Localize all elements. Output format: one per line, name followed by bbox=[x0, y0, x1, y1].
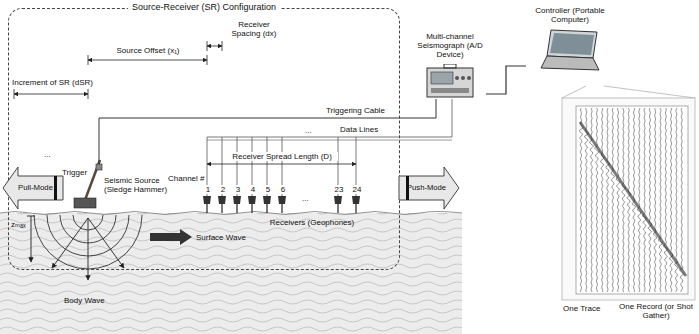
channel-number: 4 bbox=[246, 185, 260, 194]
node-label: Source-Receiver (SR) Configuration bbox=[128, 2, 280, 12]
geophone-spike bbox=[266, 204, 267, 213]
laptop bbox=[539, 28, 601, 72]
ellipsis: ... bbox=[44, 150, 51, 159]
configuration-region: Source-Receiver (SR) Configuration bbox=[8, 8, 400, 270]
seismic-trace bbox=[580, 108, 584, 292]
dimension-label: Receiver Spacing (dx) bbox=[226, 20, 282, 38]
geophone bbox=[334, 196, 342, 204]
controller: Controller (Portable Computer) bbox=[526, 4, 614, 88]
seismic-trace bbox=[594, 108, 599, 292]
channel-number: 2 bbox=[216, 185, 230, 194]
dimension-label: Receiver Spread Length (D) bbox=[226, 152, 338, 161]
node-label: Push-Mode bbox=[407, 184, 446, 193]
annotation: Receivers (Geophones) bbox=[262, 218, 362, 227]
channel-number: 1 bbox=[201, 185, 215, 194]
surface-wave-arrow bbox=[150, 229, 192, 245]
seismic-trace bbox=[648, 108, 652, 292]
seismic-trace bbox=[601, 108, 605, 292]
annotation: Body Wave bbox=[64, 296, 105, 305]
seismic-trace bbox=[606, 108, 610, 292]
annotation: Data Lines bbox=[340, 125, 378, 134]
geophone bbox=[203, 196, 211, 204]
dimension-label: zₘₐₓ bbox=[11, 220, 26, 229]
seismic-trace bbox=[642, 108, 646, 292]
push-mode-arrow: Push-Mode bbox=[398, 166, 460, 210]
seismic-trace bbox=[611, 108, 614, 292]
body-wave-arrows bbox=[52, 218, 124, 280]
geophones bbox=[203, 196, 360, 213]
seismograph-box bbox=[426, 64, 474, 98]
sledge-hammer bbox=[74, 160, 102, 208]
geophone bbox=[352, 196, 360, 204]
dimension-label: Increment of SR (dSR) bbox=[12, 78, 102, 87]
seismic-trace bbox=[621, 108, 625, 292]
geophone bbox=[233, 196, 241, 204]
annotation: Triggering Cable bbox=[326, 106, 385, 115]
zmax-arrow bbox=[27, 216, 35, 262]
geophone bbox=[248, 196, 256, 204]
annotation: One Trace bbox=[563, 304, 605, 313]
geophone-spike bbox=[251, 204, 252, 213]
triggering-cable bbox=[99, 99, 436, 164]
dimension-label: Source Offset (x₁) bbox=[100, 46, 196, 55]
zoom-lines bbox=[562, 86, 695, 98]
channel-number: 3 bbox=[231, 185, 245, 194]
annotation: One Record (or Shot Gather) bbox=[618, 302, 694, 320]
dimension-lines bbox=[14, 41, 356, 164]
channel-number: 5 bbox=[261, 185, 275, 194]
channel-number: 24 bbox=[350, 185, 364, 194]
ellipsis: ... bbox=[305, 126, 312, 135]
geophone bbox=[263, 196, 271, 204]
geophone bbox=[278, 196, 286, 204]
seismograph: Multi-channel Seismograph (A/D Device) bbox=[414, 30, 486, 114]
ellipsis: ... bbox=[302, 194, 309, 203]
geophone-spike bbox=[236, 204, 237, 213]
seismic-trace bbox=[658, 108, 662, 292]
channel-number: 6 bbox=[276, 185, 290, 194]
geophone-spike bbox=[337, 204, 338, 213]
shot-gather-record bbox=[562, 98, 695, 300]
geophone bbox=[218, 196, 226, 204]
pull-mode-arrow: Pull-Mode bbox=[2, 166, 64, 210]
node-label: Controller (Portable Computer) bbox=[526, 6, 614, 24]
geophone-spike bbox=[206, 204, 207, 213]
geophone-spike bbox=[355, 204, 356, 213]
seismic-trace bbox=[679, 108, 683, 292]
annotation: Trigger bbox=[62, 168, 87, 177]
seismic-trace bbox=[627, 108, 632, 292]
cable bbox=[486, 66, 526, 94]
seismic-trace bbox=[653, 108, 657, 292]
ground bbox=[0, 212, 462, 334]
seismic-trace bbox=[616, 108, 620, 292]
dispersion-band bbox=[580, 122, 686, 276]
channel-number: 23 bbox=[332, 185, 346, 194]
node-label: Pull-Mode bbox=[18, 184, 53, 193]
node-label: Multi-channel Seismograph (A/D Device) bbox=[414, 32, 486, 60]
geophone-spike bbox=[221, 204, 222, 213]
geophone-spike bbox=[281, 204, 282, 213]
seismic-trace bbox=[669, 108, 672, 292]
annotation: Seismic Source (Sledge Hammer) bbox=[104, 176, 168, 194]
seismic-trace bbox=[663, 108, 667, 292]
seismic-trace bbox=[637, 108, 641, 292]
annotation: Channel # bbox=[168, 174, 204, 183]
annotation: Surface Wave bbox=[196, 233, 246, 242]
